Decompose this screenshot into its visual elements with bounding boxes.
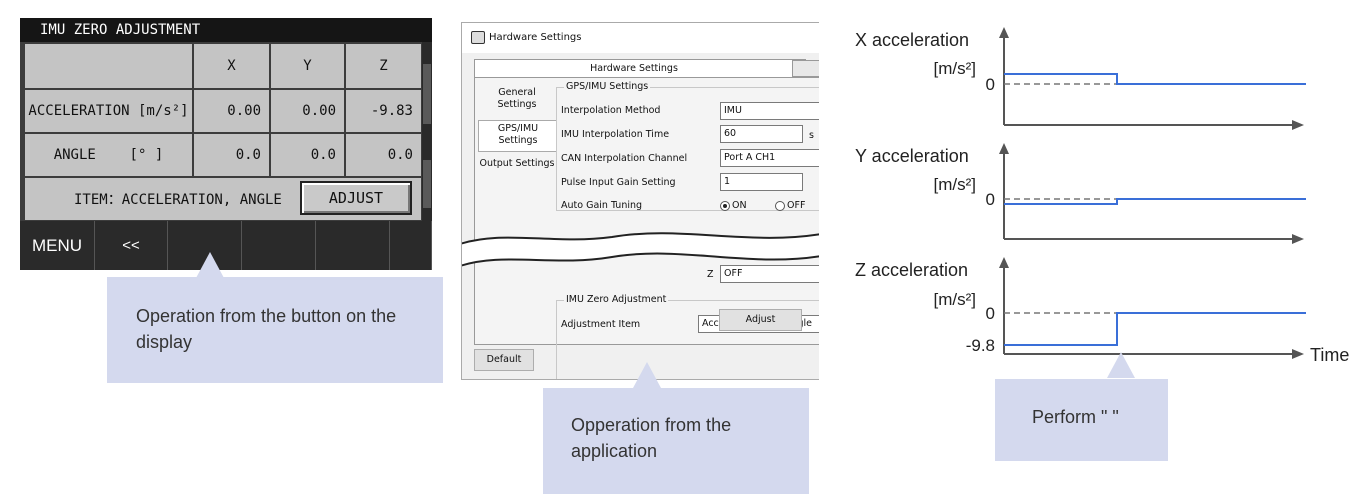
angle-row-label: ANGLE [° ] (23, 132, 194, 178)
z-label: Z (707, 269, 714, 280)
acceleration-charts: X acceleration [m/s²] 0 Y acceleration [m/s²… (855, 27, 1349, 365)
side-tab-gps-imu[interactable]: GPS/IMU Settings (478, 120, 557, 152)
time-unit-label: s (809, 130, 814, 141)
x-axis-arrow (1292, 349, 1304, 359)
pulse-input-gain-field[interactable]: 1 (720, 173, 803, 191)
default-button[interactable]: Default (474, 349, 534, 371)
nav-blank-button[interactable] (316, 221, 390, 270)
table-row: ANGLE [° ] 0.0 0.0 0.0 (23, 132, 432, 178)
imu-interpolation-time-field[interactable]: 60 (720, 125, 803, 143)
acceleration-y-value: 0.00 (269, 88, 346, 134)
callout-app-text: Opperation from the application (571, 415, 732, 461)
auto-gain-on-label: ON (732, 200, 747, 211)
x-axis-arrow (1292, 234, 1304, 244)
y-axis-arrow (999, 143, 1009, 154)
device-title: IMU ZERO ADJUSTMENT (20, 18, 432, 42)
nav-blank-button[interactable] (390, 221, 432, 270)
x-axis-arrow (1292, 120, 1304, 130)
callout-device: Operation from the button on the display (107, 277, 443, 383)
window-title: Hardware Settings (489, 32, 582, 43)
window-titlebar: Hardware Settings (462, 23, 819, 53)
app-icon (471, 31, 485, 44)
auto-gain-off-label: OFF (787, 200, 806, 211)
nav-blank-button[interactable] (242, 221, 316, 270)
interpolation-method-field[interactable]: IMU (720, 102, 819, 120)
acceleration-series-line (1004, 312, 1306, 346)
acceleration-z-value: -9.83 (344, 88, 423, 134)
adjust-app-button[interactable]: Adjust (719, 309, 802, 331)
callout-chart: Perform " " (995, 379, 1168, 461)
tab-next[interactable] (792, 60, 819, 77)
can-interpolation-channel-field[interactable]: Port A CH1 (720, 149, 819, 167)
auto-gain-on-radio[interactable] (720, 201, 730, 211)
acceleration-series-line (1004, 73, 1306, 85)
callout-pointer (633, 362, 661, 388)
side-tab-output[interactable]: Output Settings (479, 158, 555, 169)
imu-interpolation-time-label: IMU Interpolation Time (561, 129, 670, 140)
callout-pointer (1107, 352, 1135, 378)
acceleration-row-label: ACCELERATION [m/s²] (23, 88, 194, 134)
device-nav-bar: MENU << (20, 221, 432, 270)
zero-tick-label: 0 (986, 75, 995, 94)
chart-unit-label: [m/s²] (934, 175, 977, 194)
tab-content: General Settings GPS/IMU Settings Output… (474, 77, 819, 379)
angle-y-value: 0.0 (269, 132, 346, 178)
imu-zero-adjustment-group: IMU Zero Adjustment (556, 294, 819, 379)
chart-unit-label: [m/s²] (934, 59, 977, 78)
adjust-button[interactable]: ADJUST (300, 181, 412, 215)
callout-device-text: Operation from the button on the display (136, 306, 397, 352)
column-header-x: X (192, 42, 271, 90)
side-tab-general[interactable]: General Settings (497, 87, 537, 110)
break-mark (462, 232, 819, 267)
y-axis-arrow (999, 257, 1009, 268)
gps-imu-group: GPS/IMU Settings (556, 81, 819, 211)
tab-hardware-settings[interactable]: Hardware Settings (474, 59, 794, 77)
device-scrollbar[interactable] (422, 42, 432, 222)
chart-unit-label: [m/s²] (934, 290, 977, 309)
back-button[interactable]: << (95, 221, 168, 270)
chart-title: X acceleration (855, 30, 969, 50)
hardware-settings-window: Hardware Settings Hardware Settings Gene… (461, 22, 819, 380)
min-tick-label: -9.8 (966, 336, 995, 355)
pulse-input-gain-label: Pulse Input Gain Setting (561, 177, 676, 188)
chart-title: Z acceleration (855, 260, 968, 280)
interpolation-method-label: Interpolation Method (561, 105, 661, 116)
column-header-y: Y (269, 42, 346, 90)
can-interpolation-channel-label: CAN Interpolation Channel (561, 153, 688, 164)
callout-pointer (196, 252, 224, 278)
item-row: ITEM：ACCELERATION, ANGLE ADJUST (23, 176, 423, 222)
angle-z-value: 0.0 (344, 132, 423, 178)
acceleration-series-line (1004, 198, 1306, 205)
chart-title: Y acceleration (855, 146, 969, 166)
callout-app: Opperation from the application (543, 388, 809, 494)
x-axis-label: Time (1310, 345, 1349, 365)
item-label: ITEM：ACCELERATION, ANGLE (74, 192, 282, 208)
table-row: ACCELERATION [m/s²] 0.00 0.00 -9.83 (23, 88, 432, 134)
zero-tick-label: 0 (986, 190, 995, 209)
table-header-blank (23, 42, 194, 90)
adjustment-item-label: Adjustment Item (561, 319, 641, 330)
column-header-z: Z (344, 42, 423, 90)
imu-zero-adjustment-title: IMU Zero Adjustment (564, 294, 669, 305)
z-field[interactable]: OFF (720, 265, 819, 283)
menu-button[interactable]: MENU (20, 221, 95, 270)
zero-tick-label: 0 (986, 304, 995, 323)
angle-x-value: 0.0 (192, 132, 271, 178)
auto-gain-off-radio[interactable] (775, 201, 785, 211)
gps-imu-group-title: GPS/IMU Settings (564, 81, 651, 92)
acceleration-x-value: 0.00 (192, 88, 271, 134)
window-body: Hardware Settings General Settings GPS/I… (462, 53, 819, 379)
y-axis-arrow (999, 27, 1009, 38)
device-value-table: X Y Z ACCELERATION [m/s²] 0.00 0.00 -9.8… (23, 42, 432, 222)
callout-chart-text: Perform " " (1032, 407, 1119, 427)
auto-gain-tuning-label: Auto Gain Tuning (561, 200, 643, 211)
device-display: IMU ZERO ADJUSTMENT X Y Z ACCELERATION [… (20, 18, 432, 270)
